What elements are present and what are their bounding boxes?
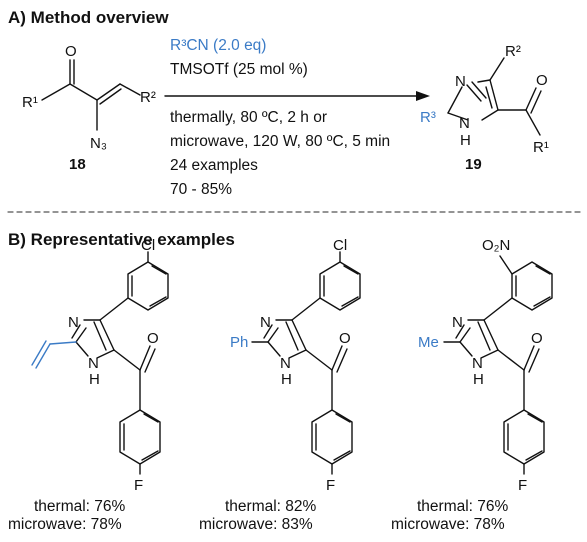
atom-h-19: H (460, 132, 471, 149)
example-3-atom-h: H (473, 371, 484, 388)
atom-r1-18: R¹ (22, 94, 38, 111)
atom-n-19: N (455, 73, 466, 90)
section-a-title: A) Method overview (8, 8, 169, 27)
product-19: N R² R³ N H O R¹ (420, 43, 549, 156)
yield-range: 70 - 85% (170, 181, 233, 198)
arrowhead (416, 91, 430, 101)
example-1-vinyl-group (31, 340, 77, 369)
example-3-thermal-yield: thermal: 76% (417, 498, 509, 515)
example-3-atom-nh: N (472, 355, 483, 372)
nitrile-reagent: R³CN (2.0 eq) (170, 37, 267, 54)
example-1-thermal-yield: thermal: 76% (34, 498, 126, 515)
example-2-thermal-yield: thermal: 82% (225, 498, 317, 515)
atom-r3-19: R³ (420, 109, 436, 126)
example-2-atom-nh: N (280, 355, 291, 372)
example-3-substituent: Me (418, 334, 439, 351)
example-2-para-group: Cl (333, 237, 347, 254)
atom-r2-18: R² (140, 89, 156, 106)
atom-o-19: O (536, 72, 548, 89)
example-2-atom-o: O (339, 330, 351, 347)
example-2-atom-h: H (281, 371, 292, 388)
atom-r2-19: R² (505, 43, 521, 60)
example-1-atom-n: N (68, 314, 79, 331)
catalyst-label: TMSOTf (25 mol %) (170, 61, 308, 78)
starting-material-18: O R¹ R² N₃ (22, 43, 156, 152)
example-2-structure: Cl N N H Ph O F (230, 237, 361, 494)
condition-thermal: thermally, 80 ºC, 2 h or (170, 109, 327, 126)
example-3-atom-f: F (518, 477, 527, 494)
compound-19-label: 19 (465, 156, 482, 173)
example-2-substituent: Ph (230, 334, 248, 351)
example-1-structure: Cl N N H O F (31, 237, 169, 494)
section-b-title: B) Representative examples (8, 230, 235, 249)
example-2-atom-n: N (260, 314, 271, 331)
example-1-atom-f: F (134, 477, 143, 494)
example-1-atom-nh: N (88, 355, 99, 372)
example-2-microwave-yield: microwave: 83% (199, 516, 313, 533)
example-3-nitro-group: O₂N (482, 237, 510, 254)
example-3-microwave-yield: microwave: 78% (391, 516, 505, 533)
example-3-atom-n: N (452, 314, 463, 331)
examples-count: 24 examples (170, 157, 258, 174)
example-1-microwave-yield: microwave: 78% (8, 516, 122, 533)
example-3-structure: O₂N N N H Me O F (418, 237, 553, 494)
azide-n3-18: N₃ (90, 135, 107, 152)
atom-o-18: O (65, 43, 77, 60)
atom-r1-19: R¹ (533, 139, 549, 156)
example-3-atom-o: O (531, 330, 543, 347)
example-1-atom-o: O (147, 330, 159, 347)
compound-18-label: 18 (69, 156, 86, 173)
example-1-atom-h: H (89, 371, 100, 388)
atom-n-19b: N (459, 115, 470, 132)
condition-microwave: microwave, 120 W, 80 ºC, 5 min (170, 133, 391, 150)
example-1-para-group: Cl (141, 237, 155, 254)
example-2-atom-f: F (326, 477, 335, 494)
